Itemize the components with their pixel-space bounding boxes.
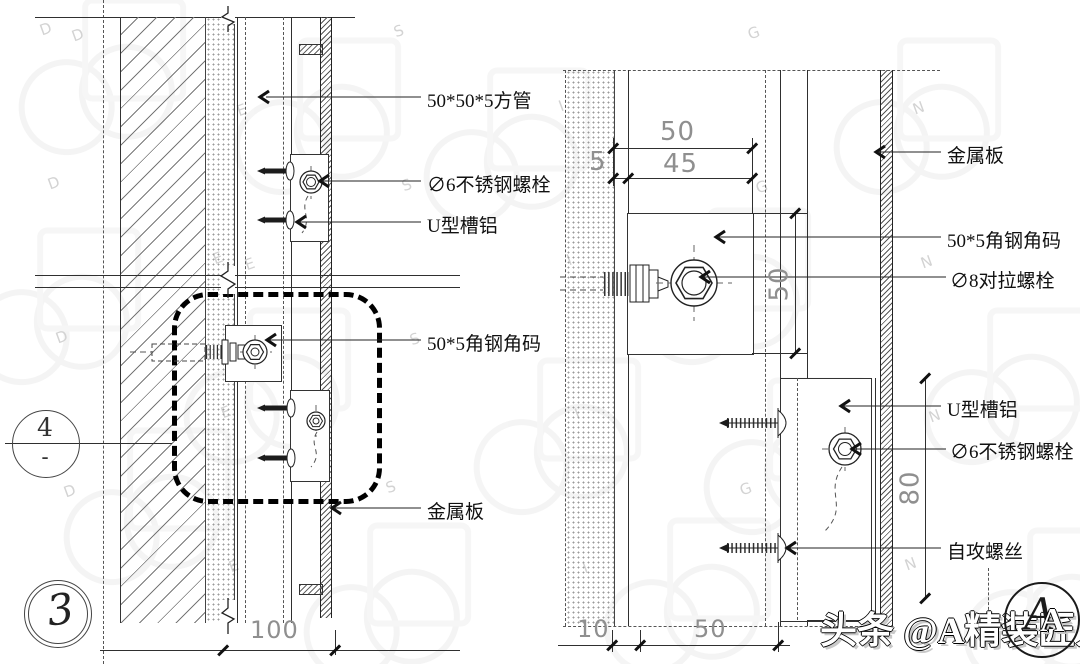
left-angle-bracket-plate [225,325,282,382]
detail-ref-bottom: - [41,444,49,469]
callout-angle-bracket-right: 50*5角钢角码 [947,231,1062,252]
credit-logo-letter: A [1024,587,1054,640]
right-dim-10: 10 [577,615,610,643]
left-grid-dashline [103,0,104,664]
detail-callout-bubble [172,292,382,504]
left-u-channel-plate-2 [290,390,330,482]
sheet-number-circle-outer [24,580,92,648]
callout-metal-panel-left: 金属板 [427,502,485,523]
callout-angle-bracket-left: 50*5角钢角码 [427,334,542,355]
credit-logo-circle: A [1004,582,1080,658]
right-dim-top-50: 50 [660,117,696,147]
left-tube-centerline-1 [245,17,246,623]
right-dim-5: 5 [589,147,607,177]
left-panel-bottom-flange [299,584,323,595]
dim-ext [778,622,779,652]
brand-letter-watermark: S [399,174,415,196]
right-centerline-765 [765,70,766,626]
left-tube-face-line-2 [291,17,292,623]
left-dim-line [100,650,460,651]
left-u-channel-plate [290,154,329,242]
brand-letter-watermark: S [383,476,399,498]
brand-letter-watermark: N [902,553,919,575]
right-bottom-dim-line [558,645,790,646]
callout-square-tube: 50*50*5方管 [427,91,532,112]
left-panel-top-flange [299,44,323,55]
left-break-line-1 [35,275,460,276]
brand-letter-watermark: G [753,176,771,198]
callout-ss-bolt-left: ∅6不锈钢螺栓 [427,175,551,196]
right-channel-bottom-ext [807,620,883,621]
right-channel-web-line [875,378,876,620]
right-dim-80: 80 [895,470,926,506]
right-line-780 [780,70,781,626]
left-dim-100: 100 [250,616,299,644]
callout-u-channel-left: U型槽铝 [427,216,498,237]
right-bottom-boundary [563,626,883,627]
callout-counter-bolt: ∅8对拉螺栓 [950,271,1055,292]
bracket-ext-bottom [752,353,807,354]
right-dim-line-50 [613,148,752,149]
right-wall-stipple [565,70,615,626]
callout-self-tapping-screw: 自攻螺丝 [947,542,1024,563]
right-dim-v50: 50 [764,266,795,302]
brand-letter-watermark: S [407,328,423,350]
right-line-807 [807,70,808,626]
right-top-boundary [563,70,940,71]
credit-logo-letter-outer: A [1040,602,1065,639]
left-tube-face-line [237,17,238,623]
bracket-ext-top [752,213,807,214]
detail-ref-circle [12,410,80,478]
dim-ext [613,138,614,186]
brand-letter-watermark: G [745,22,763,44]
right-dim-line-45 [613,178,752,179]
brand-letter-watermark: N [918,251,935,273]
right-dim-45: 45 [663,149,699,179]
right-channel-dashline [797,378,798,620]
right-angle-bracket-plate [627,213,754,355]
callout-ss-bolt-right: ∅6不锈钢螺栓 [950,442,1074,463]
right-dim-line-80 [925,378,926,598]
detail-ref-top: 4 [37,413,53,442]
left-dim-ext [335,630,336,655]
sheet-number-circle-inner [28,584,88,644]
callout-metal-panel-right: 金属板 [947,146,1005,167]
right-metal-panel [880,70,893,626]
right-dim-bottom-50: 50 [694,615,727,643]
right-dim-line-v50 [795,213,796,353]
right-extra-dashline [988,568,989,644]
left-break-line-2 [35,287,460,288]
callout-u-channel-right: U型槽铝 [947,400,1018,421]
left-mortar-stipple [205,17,235,623]
left-tube-centerline-2 [283,17,284,623]
right-u-channel-plate [780,378,872,622]
brand-logo-watermark [813,37,1018,223]
ref-leader-line [5,443,172,444]
